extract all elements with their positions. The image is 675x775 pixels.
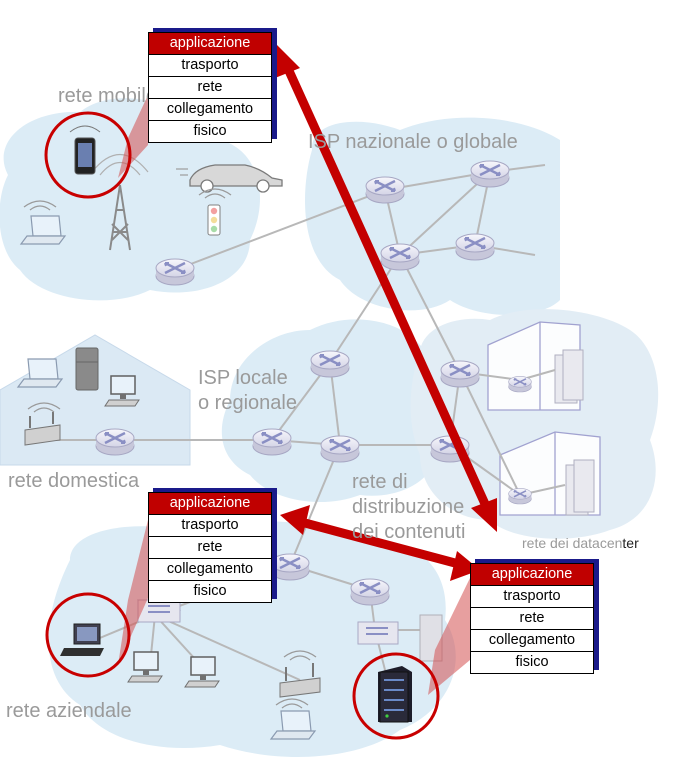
laptop-icon (17, 358, 63, 388)
mobile-protocol-stack: applicazione trasporto rete collegamento… (148, 32, 272, 143)
layer-physical: fisico (149, 580, 271, 602)
router-icon (469, 159, 511, 189)
layer-network: rete (149, 536, 271, 558)
national-isp-label: ISP nazionale o globale (308, 131, 518, 153)
switch-icon (357, 621, 399, 645)
layer-application: applicazione (149, 33, 271, 54)
server-highlight-cone (428, 578, 470, 695)
cdn-label-line1: rete di (352, 471, 408, 493)
cdn-label: rete di distribuzione dei contenuti (352, 470, 465, 545)
local-isp-label-line2: o regionale (198, 392, 297, 414)
local-isp-label-line1: ISP locale (198, 367, 288, 389)
layer-application: applicazione (471, 564, 593, 585)
router-icon (309, 349, 351, 379)
router-icon (269, 552, 311, 582)
layer-transport: trasporto (149, 514, 271, 536)
layer-link: collegamento (471, 629, 593, 651)
local-isp-label: ISP locale o regionale (198, 366, 297, 416)
server-protocol-stack: applicazione trasporto rete collegamento… (470, 563, 594, 674)
enterprise-network-label: rete aziendale (6, 700, 132, 722)
server-host-highlight (352, 652, 440, 740)
mobile-to-server-arrow (274, 42, 497, 532)
cell-tower-icon (91, 154, 149, 251)
router-icon (379, 242, 421, 272)
layer-application: applicazione (149, 493, 271, 514)
layer-physical: fisico (149, 120, 271, 142)
datacenter-label: rete dei datacenter (522, 535, 639, 551)
layer-transport: trasporto (149, 54, 271, 76)
layer-network: rete (471, 607, 593, 629)
server-icon (554, 349, 595, 516)
traffic-light-icon (198, 188, 232, 236)
mobile-host-highlight (44, 111, 132, 199)
wifi-router-icon (24, 402, 61, 446)
layer-link: collegamento (149, 558, 271, 580)
router-icon (319, 434, 361, 464)
enterprise-protocol-stack: applicazione trasporto rete collegamento… (148, 492, 272, 603)
cdn-label-line3: dei contenuti (352, 521, 466, 543)
smartphone-icon (69, 125, 101, 175)
car-icon (176, 164, 283, 193)
desktop-icon (60, 623, 104, 656)
router-icon (349, 577, 391, 607)
home-network-label: rete domestica (8, 470, 140, 492)
fridge-icon (75, 347, 99, 391)
enterprise-to-server-arrow (280, 505, 480, 581)
local-isp-cloud (221, 319, 444, 503)
router-icon (251, 427, 293, 457)
router-icon (154, 257, 196, 287)
layer-link: collegamento (149, 98, 271, 120)
datacenter-label-part1: rete dei datacen (522, 535, 623, 551)
router-icon (94, 427, 136, 457)
layer-network: rete (149, 76, 271, 98)
enterprise-highlight-cone (118, 520, 148, 665)
datacenter-label-part2: ter (622, 535, 639, 551)
mobile-network-cloud (0, 98, 260, 301)
router-icon (439, 359, 481, 389)
mobile-highlight-cone (118, 95, 148, 178)
mobile-network-label: rete mobile (58, 85, 157, 107)
server-icon (378, 666, 412, 723)
layer-physical: fisico (471, 651, 593, 673)
router-icon (454, 232, 496, 262)
layer-transport: trasporto (471, 585, 593, 607)
router-icon (507, 375, 533, 393)
cdn-label-line2: distribuzione (352, 496, 465, 518)
router-icon (364, 175, 406, 205)
switch-icon (136, 599, 182, 623)
enterprise-host-highlight (45, 592, 131, 678)
wifi-router-icon (279, 650, 321, 698)
router-icon (507, 487, 533, 505)
